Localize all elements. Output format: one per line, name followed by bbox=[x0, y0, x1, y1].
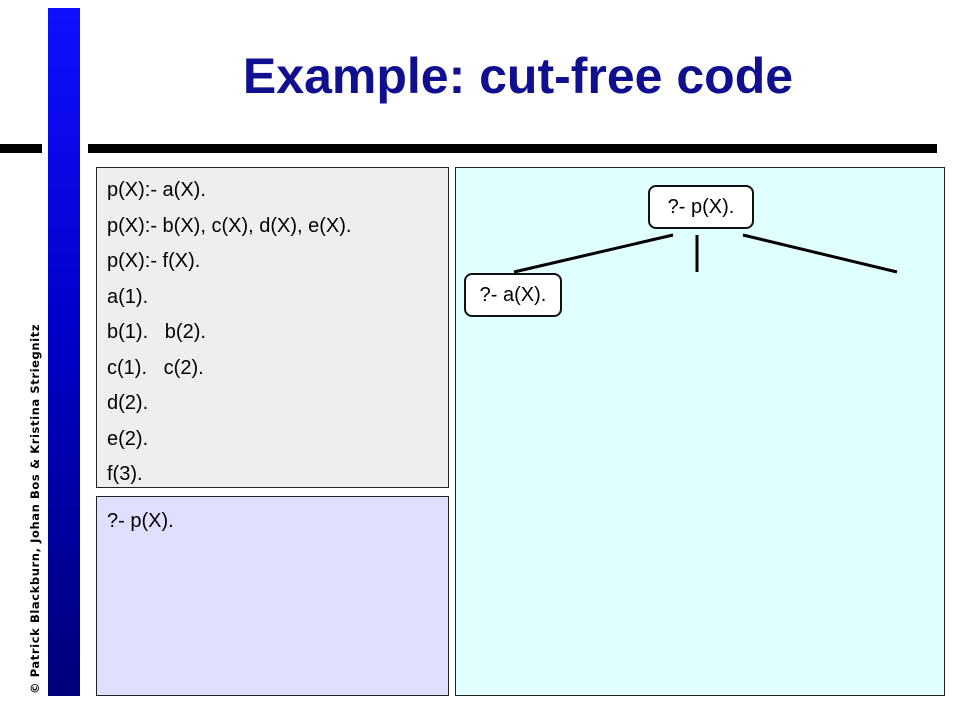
code-line: d(2). bbox=[107, 392, 149, 414]
tree-edge-right bbox=[742, 233, 898, 274]
query-text: ?- p(X). bbox=[107, 510, 174, 532]
search-tree-panel: ?- p(X). ?- a(X). bbox=[455, 167, 945, 696]
search-tree-edges bbox=[513, 233, 898, 274]
code-line: e(2). bbox=[107, 427, 149, 450]
tree-node-a: ?- a(X). bbox=[464, 273, 562, 317]
query-panel: ?- p(X). bbox=[96, 496, 449, 696]
code-line: c(1). c(2). bbox=[107, 356, 204, 379]
program-panel: p(X):- a(X). p(X):- b(X), c(X), d(X), e(… bbox=[96, 167, 449, 488]
code-line: f(3). bbox=[107, 463, 143, 485]
side-accent-bar bbox=[48, 8, 80, 696]
title-rule-left bbox=[0, 144, 42, 153]
code-line: p(X):- a(X). bbox=[107, 179, 206, 201]
code-line: b(1). b(2). bbox=[107, 321, 206, 343]
tree-node-root: ?- p(X). bbox=[648, 185, 754, 229]
title-rule bbox=[88, 144, 937, 153]
code-line: p(X):- b(X), c(X), d(X), e(X). bbox=[107, 214, 352, 237]
copyright-notice: © Patrick Blackburn, Johan Bos & Kristin… bbox=[28, 323, 42, 694]
code-line: a(1). bbox=[107, 285, 149, 308]
slide-title: Example: cut-free code bbox=[242, 48, 794, 104]
code-line: p(X):- f(X). bbox=[107, 250, 201, 272]
tree-edge-left bbox=[513, 233, 674, 274]
